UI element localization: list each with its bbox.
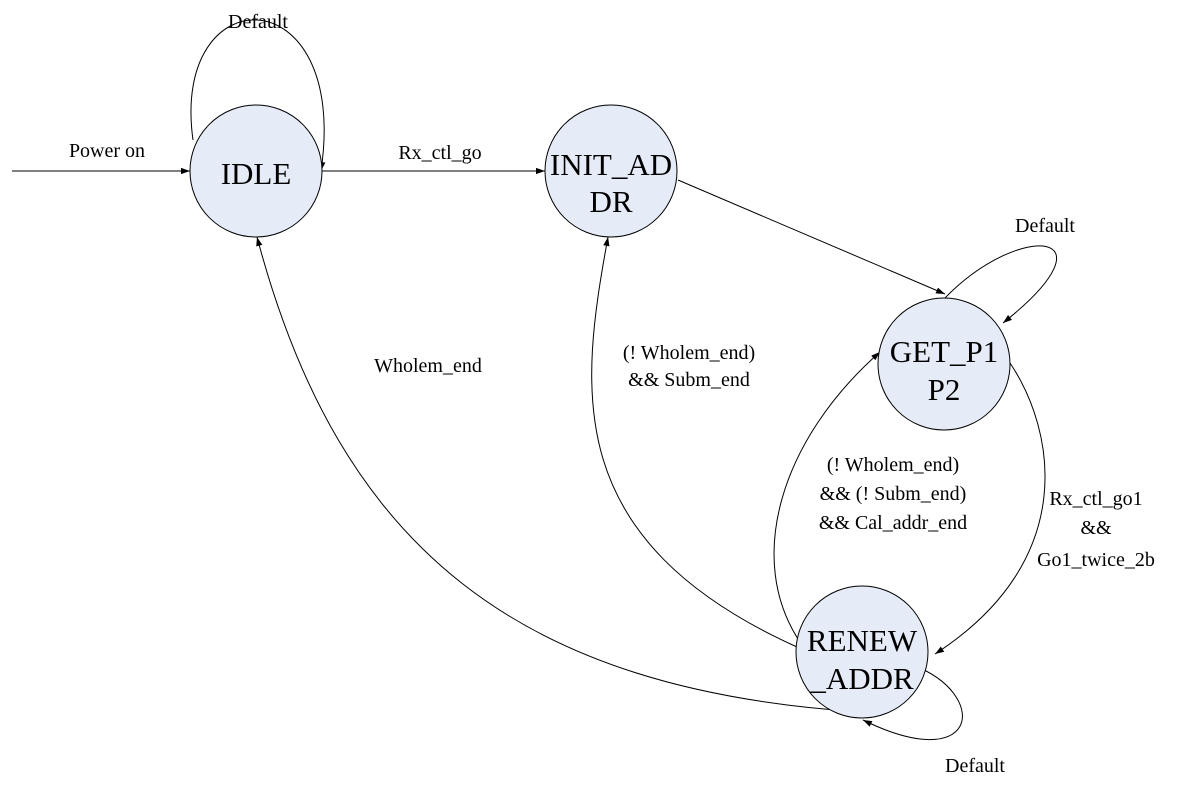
state-renew-addr: RENEW _ADDR <box>795 585 929 719</box>
power-on-label: Power on <box>69 140 145 162</box>
renew-addr-to-init-addr-arrow <box>591 236 798 648</box>
state-get-p1p2-label-line2: P2 <box>928 372 961 407</box>
rx-ctl-go-label: Rx_ctl_go <box>398 142 481 164</box>
renew-addr-to-get-p1p2-arrow <box>773 351 881 643</box>
idle-default-label: Default <box>228 11 288 33</box>
state-get-p1p2: GET_P1 P2 <box>877 297 1011 431</box>
idle-default-loop <box>190 19 326 172</box>
renew-to-init-condition-line2: && Subm_end <box>628 369 750 391</box>
renew-to-get-p1p2-condition-line1: (! Wholem_end) <box>827 454 959 476</box>
state-idle: IDLE <box>189 104 323 238</box>
get-p1p2-to-renew-addr-arrow <box>934 362 1046 655</box>
renew-to-init-condition-line1: (! Wholem_end) <box>623 342 755 364</box>
renew-addr-default-label: Default <box>945 755 1005 777</box>
get-p1p2-to-renew-condition-line1: Rx_ctl_go1 <box>1049 488 1142 510</box>
state-idle-label: IDLE <box>221 156 292 191</box>
state-init-addr-label-line1: INIT_AD <box>550 147 672 182</box>
state-init-addr-label-line2: DR <box>589 184 632 219</box>
wholem-end-label: Wholem_end <box>374 355 482 377</box>
renew-addr-to-idle-arrow <box>256 236 863 713</box>
renew-to-get-p1p2-condition-line3: && Cal_addr_end <box>819 512 967 534</box>
get-p1p2-to-renew-condition-line3: Go1_twice_2b <box>1037 549 1155 571</box>
state-renew-addr-label-line2: _ADDR <box>809 661 914 696</box>
get-p1p2-default-label: Default <box>1015 215 1075 237</box>
state-get-p1p2-label-line1: GET_P1 <box>890 334 999 369</box>
state-renew-addr-label-line1: RENEW <box>807 623 918 658</box>
get-p1p2-to-renew-condition-line2: && <box>1080 517 1112 539</box>
get-p1p2-default-loop <box>943 245 1058 324</box>
renew-addr-default-loop <box>862 667 963 740</box>
state-init-addr: INIT_AD DR <box>544 104 678 238</box>
renew-to-get-p1p2-condition-line2: && (! Subm_end) <box>820 483 967 505</box>
init-addr-to-get-p1p2-arrow <box>677 179 946 295</box>
